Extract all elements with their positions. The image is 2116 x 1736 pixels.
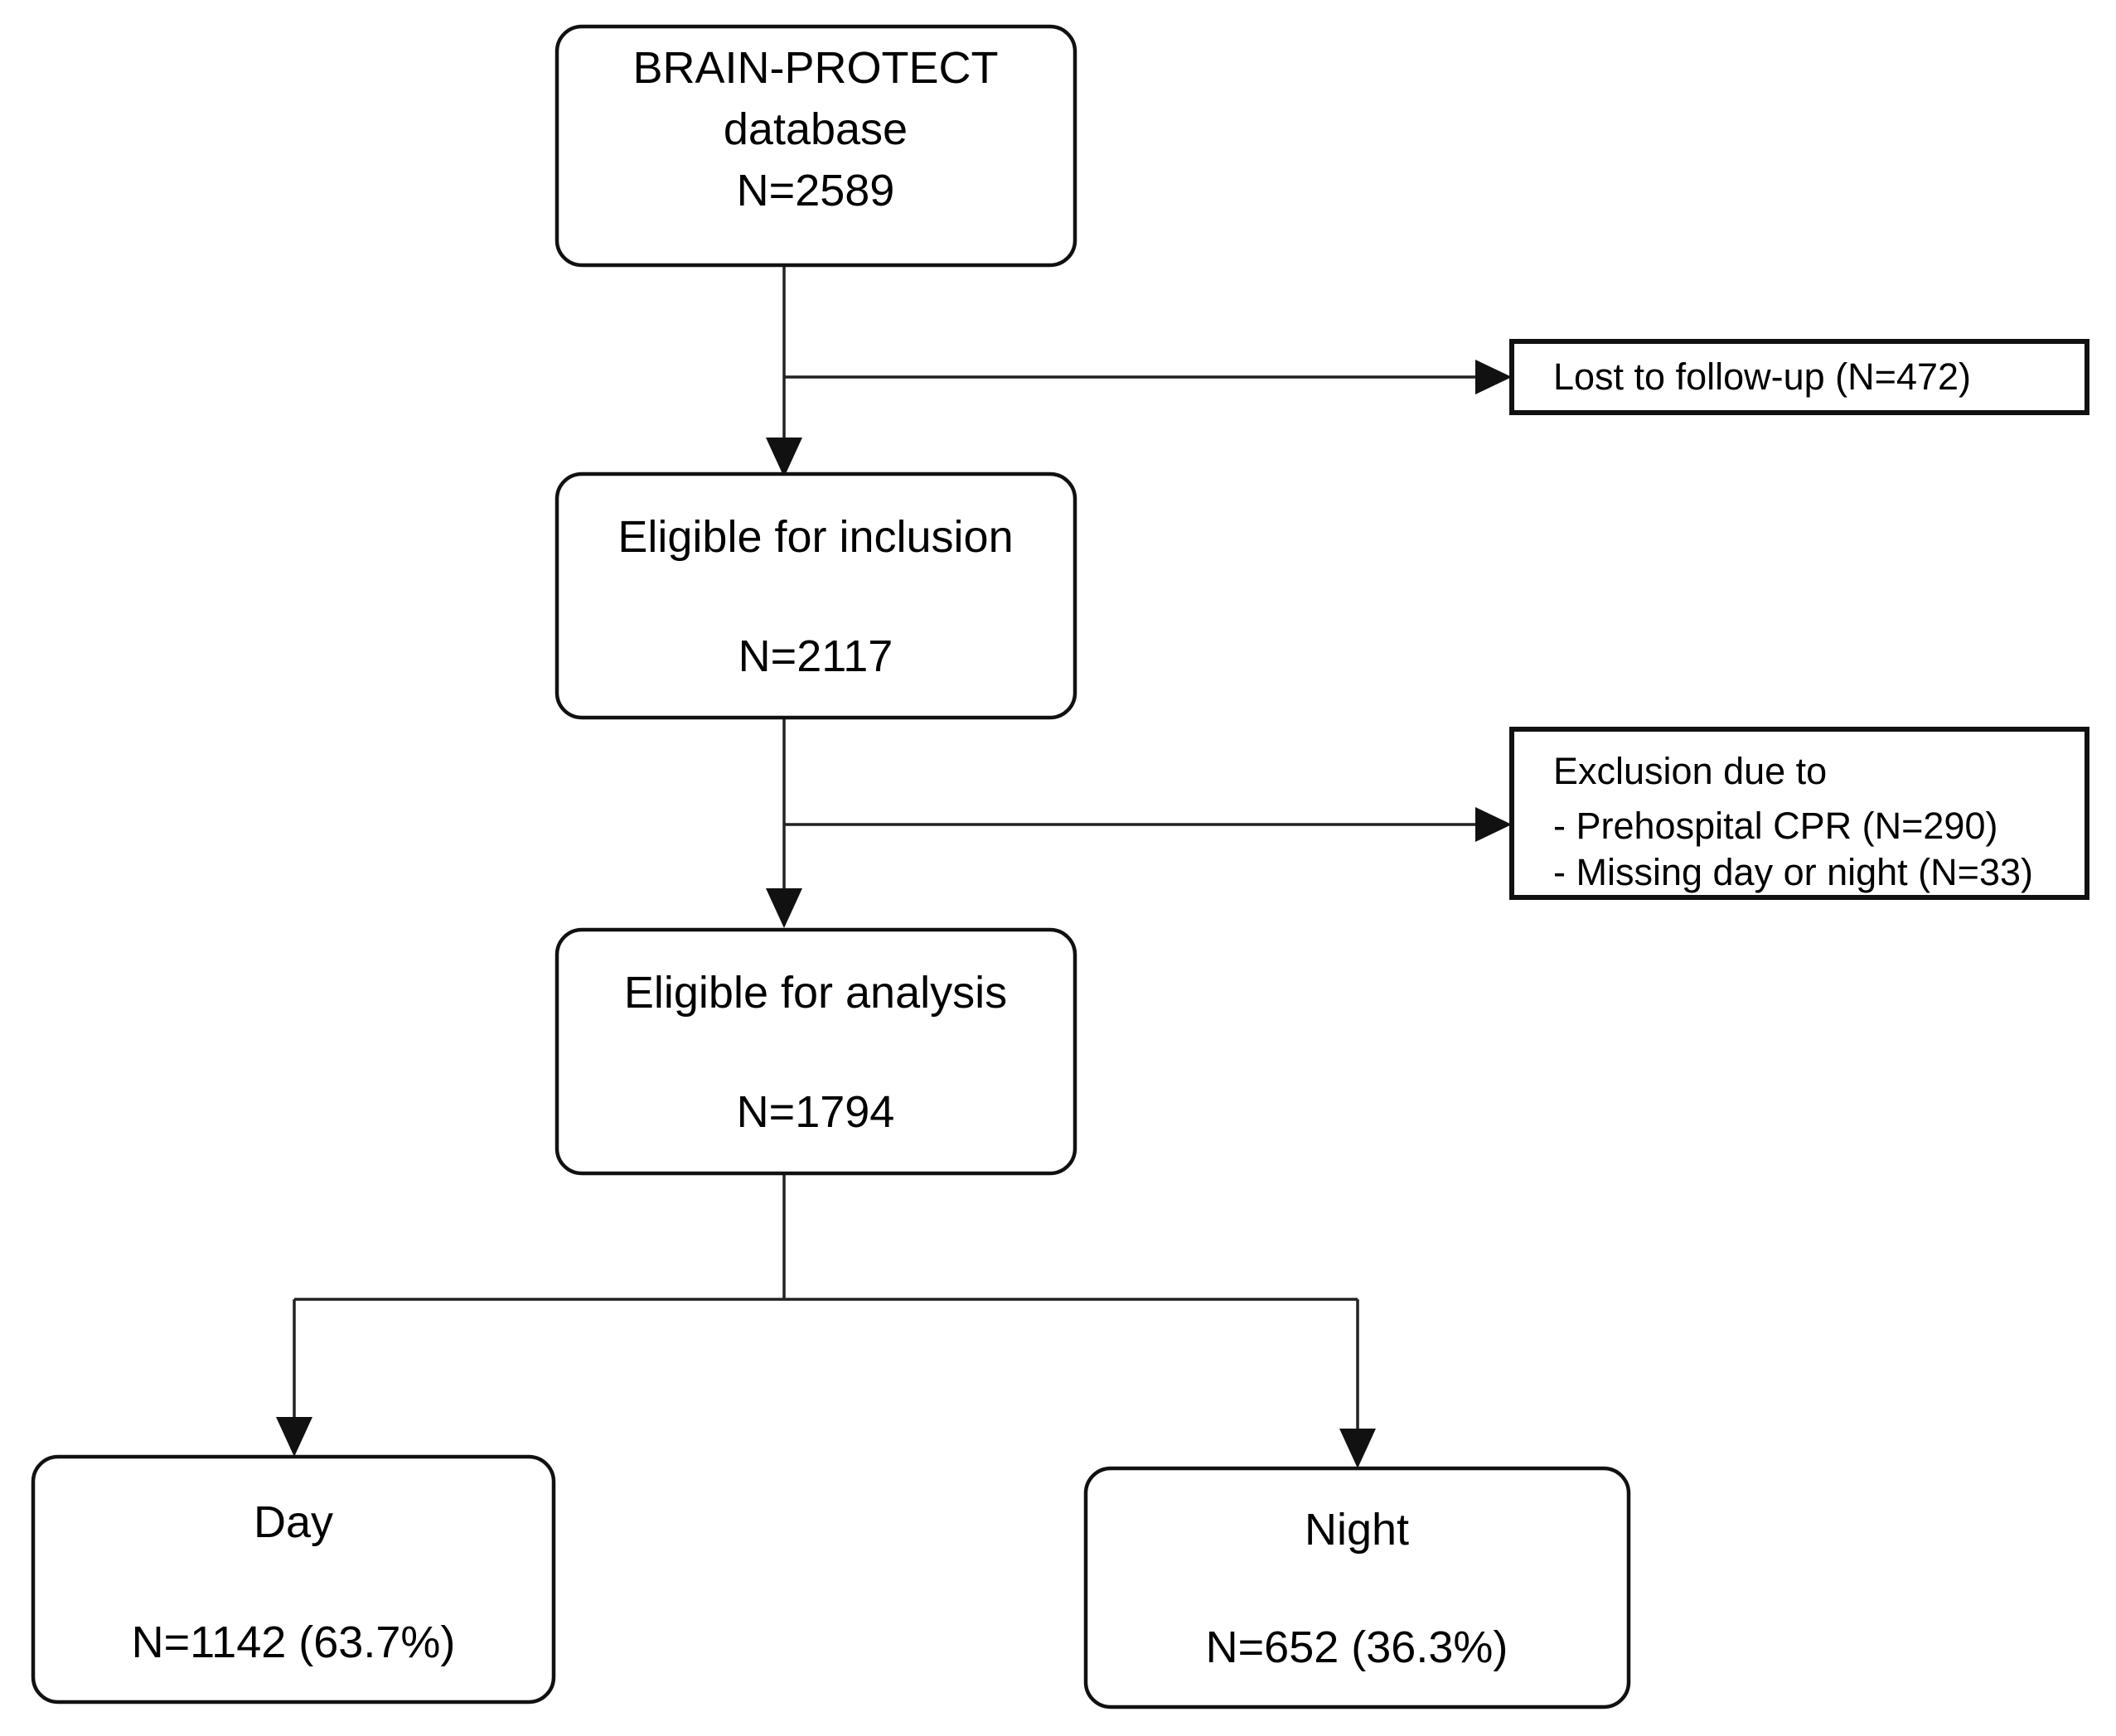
node-day-line3: N=1142 (63.7%) bbox=[132, 1618, 456, 1667]
node-day[interactable]: Day N=1142 (63.7%) bbox=[31, 1454, 556, 1705]
node-database-line1: BRAIN-PROTECT bbox=[632, 43, 998, 93]
node-eligible-for-analysis[interactable]: Eligible for analysis N=1794 bbox=[554, 927, 1077, 1176]
node-database-line3: N=2589 bbox=[737, 166, 895, 215]
node-eligible-for-analysis-line3: N=1794 bbox=[737, 1087, 895, 1137]
node-night-line3: N=652 (36.3%) bbox=[1206, 1622, 1508, 1672]
node-day-line1: Day bbox=[254, 1497, 333, 1547]
edge-eligible-inclusion-to-exclusions bbox=[784, 807, 1512, 842]
node-database-line2: database bbox=[724, 104, 908, 154]
note-lost-to-follow-up-box[interactable] bbox=[1509, 339, 2089, 415]
note-exclusions-line-1: - Prehospital CPR (N=290) bbox=[1553, 805, 1997, 847]
node-night-box[interactable] bbox=[1083, 1466, 1631, 1709]
node-eligible-for-inclusion-line1: Eligible for inclusion bbox=[617, 512, 1013, 562]
node-day-box[interactable] bbox=[31, 1454, 556, 1705]
note-exclusions[interactable]: Exclusion due to - Prehospital CPR (N=29… bbox=[1509, 727, 2089, 900]
edge-database-to-eligible-inclusion bbox=[766, 265, 802, 477]
edge-database-to-lost-followup bbox=[784, 360, 1512, 394]
note-lost-to-follow-up-line-0: Lost to follow-up (N=472) bbox=[1553, 355, 1971, 398]
arrow-head-right-icon bbox=[1475, 807, 1512, 842]
note-exclusions-line-2: - Missing day or night (N=33) bbox=[1553, 851, 2033, 893]
note-lost-to-follow-up[interactable]: Lost to follow-up (N=472) bbox=[1509, 339, 2089, 415]
edge-eligible-analysis-split bbox=[276, 1173, 1376, 1468]
node-database-box[interactable] bbox=[554, 24, 1077, 268]
note-exclusions-line-0: Exclusion due to bbox=[1553, 750, 1827, 792]
node-eligible-for-inclusion-line3: N=2117 bbox=[738, 631, 893, 681]
arrow-head-down-icon bbox=[766, 438, 802, 477]
node-night[interactable]: Night N=652 (36.3%) bbox=[1083, 1466, 1631, 1709]
arrow-head-down-icon bbox=[766, 888, 802, 928]
edge-eligible-inclusion-to-eligible-analysis bbox=[766, 718, 802, 928]
arrow-head-down-icon bbox=[276, 1417, 312, 1457]
node-database[interactable]: BRAIN-PROTECT database N=2589 bbox=[554, 24, 1077, 268]
arrow-head-right-icon bbox=[1475, 360, 1512, 394]
node-night-line1: Night bbox=[1305, 1505, 1409, 1555]
arrow-head-down-icon bbox=[1339, 1429, 1376, 1468]
node-eligible-for-inclusion-box[interactable] bbox=[554, 471, 1077, 720]
node-eligible-for-analysis-line1: Eligible for analysis bbox=[624, 968, 1007, 1018]
connector-layer bbox=[276, 265, 1512, 1468]
node-eligible-for-inclusion[interactable]: Eligible for inclusion N=2117 bbox=[554, 471, 1077, 720]
note-exclusions-box[interactable] bbox=[1509, 727, 2089, 900]
node-eligible-for-analysis-box[interactable] bbox=[554, 927, 1077, 1176]
